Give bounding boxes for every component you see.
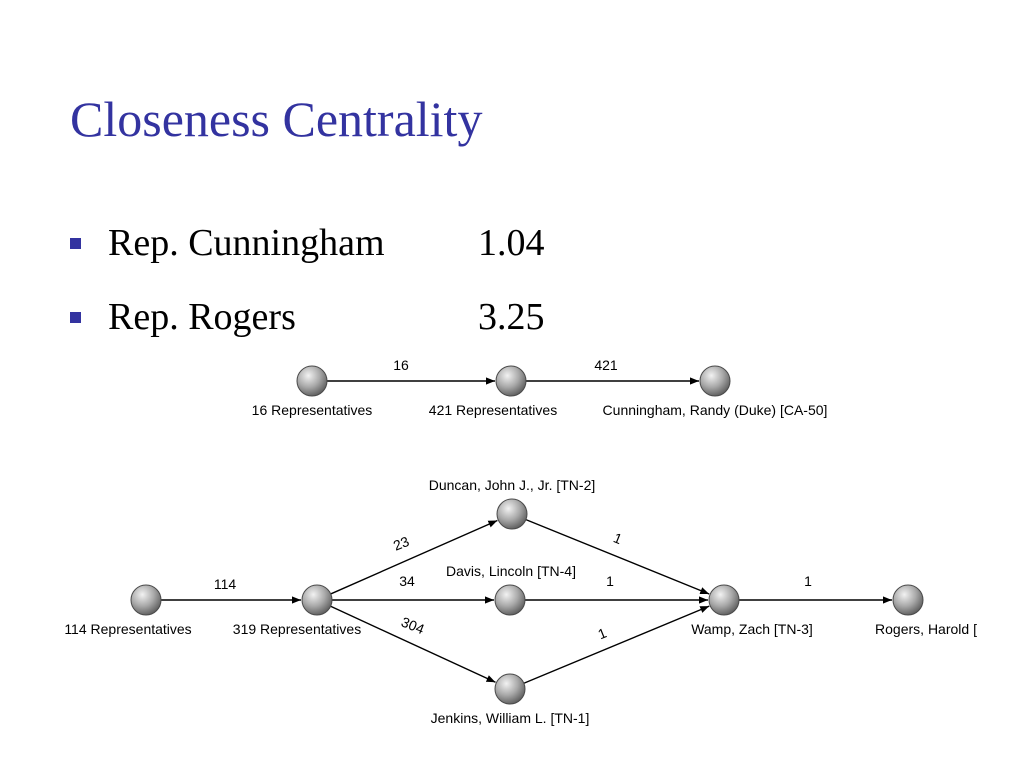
node-label: Cunningham, Randy (Duke) [CA-50] bbox=[603, 402, 828, 418]
graph-node bbox=[699, 365, 731, 397]
edge-weight-label: 304 bbox=[399, 614, 427, 638]
edge-arrow bbox=[525, 518, 710, 595]
edge-weight-label: 1 bbox=[804, 573, 812, 589]
node-label: Wamp, Zach [TN-3] bbox=[691, 621, 813, 637]
node-label: Duncan, John J., Jr. [TN-2] bbox=[429, 477, 596, 493]
graph-node bbox=[494, 584, 526, 616]
graph-node bbox=[301, 584, 333, 616]
edge-weight-label: 1 bbox=[611, 529, 624, 547]
edge-weight-label: 114 bbox=[214, 576, 237, 592]
node-label: 421 Representatives bbox=[429, 402, 557, 418]
node-label: Jenkins, William L. [TN-1] bbox=[431, 710, 590, 726]
edge-arrow bbox=[523, 605, 710, 684]
edge-weight-label: 23 bbox=[391, 533, 412, 554]
node-label: 16 Representatives bbox=[252, 402, 373, 418]
bullet-list: Rep. Cunningham 1.04 Rep. Rogers 3.25 bbox=[70, 206, 545, 354]
network-diagram: 16 421 16 Representatives 421 Representativ… bbox=[64, 357, 977, 726]
square-bullet-icon bbox=[70, 311, 81, 323]
node-label: Davis, Lincoln [TN-4] bbox=[446, 563, 576, 579]
graph-node bbox=[130, 584, 162, 616]
bullet-name: Rep. Rogers bbox=[108, 296, 296, 338]
bullet-item-cunningham: Rep. Cunningham 1.04 bbox=[70, 206, 545, 280]
graph-node bbox=[892, 584, 924, 616]
edge-weight-label: 16 bbox=[393, 357, 409, 373]
graph-node bbox=[296, 365, 328, 397]
edge-weight-label: 1 bbox=[606, 573, 614, 589]
node-label: 114 Representatives bbox=[64, 621, 191, 637]
graph-node bbox=[708, 584, 740, 616]
bullet-item-rogers: Rep. Rogers 3.25 bbox=[70, 280, 545, 354]
node-label: Rogers, Harold [ bbox=[875, 621, 977, 637]
slide-title: Closeness Centrality bbox=[70, 91, 483, 147]
bullet-value: 1.04 bbox=[478, 222, 545, 264]
edge-arrow bbox=[330, 519, 498, 595]
graph-node bbox=[494, 673, 526, 705]
edge-arrow bbox=[330, 605, 496, 683]
bullet-name: Rep. Cunningham bbox=[108, 222, 385, 264]
edge-weight-label: 34 bbox=[399, 573, 415, 589]
node-label: 319 Representatives bbox=[233, 621, 361, 637]
edge-weight-label: 1 bbox=[596, 624, 609, 642]
graph-node bbox=[496, 498, 528, 530]
square-bullet-icon bbox=[70, 237, 81, 249]
edge-weight-label: 421 bbox=[594, 357, 618, 373]
graph-node bbox=[495, 365, 527, 397]
bullet-value: 3.25 bbox=[478, 296, 545, 338]
